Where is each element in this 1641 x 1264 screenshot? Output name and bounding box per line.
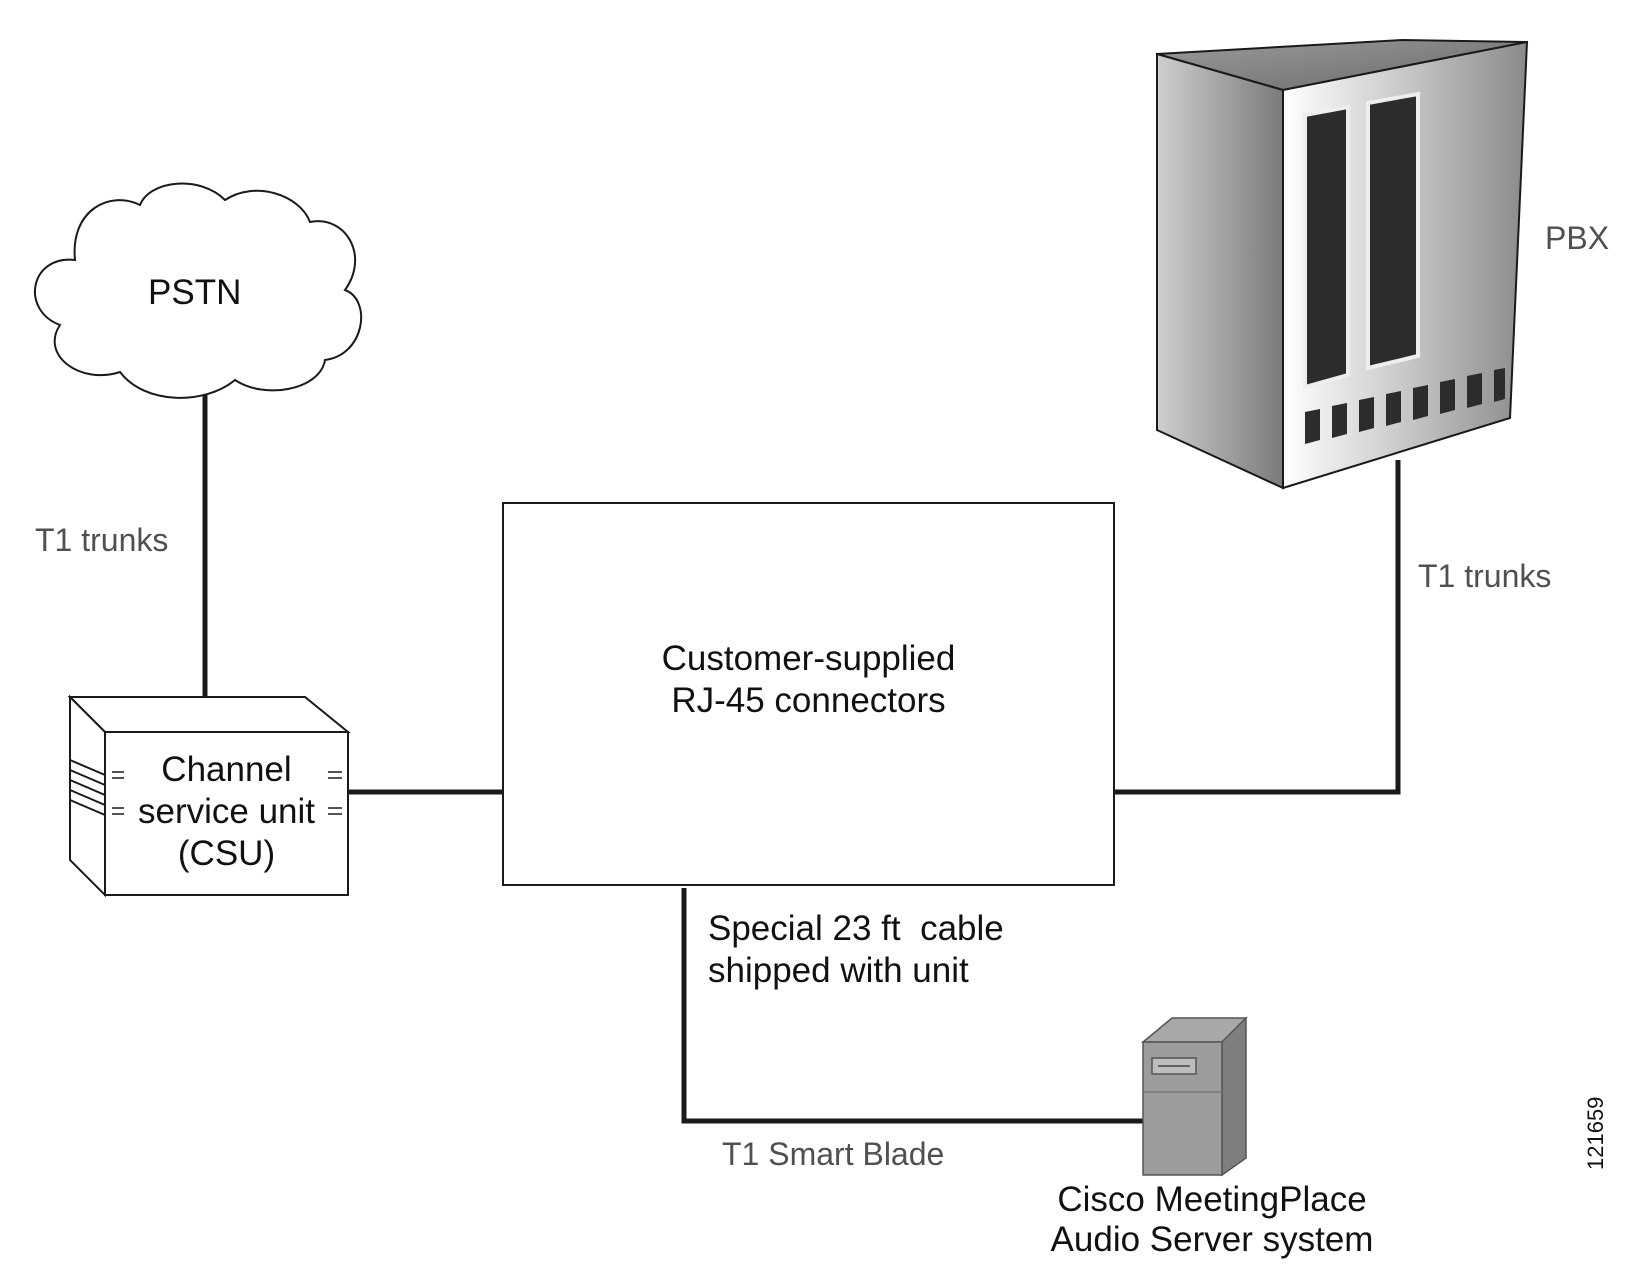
cable-label-line1: Special 23 ft cable bbox=[708, 909, 1004, 948]
pbx-side-face bbox=[1156, 52, 1284, 490]
connectors-box bbox=[502, 502, 1115, 886]
audio-server-tower bbox=[1140, 1016, 1248, 1177]
csu-label-line1: Channel bbox=[161, 750, 292, 789]
pbx-label: PBX bbox=[1545, 220, 1610, 256]
connectors-label-line1: Customer-supplied bbox=[661, 639, 956, 678]
csu-label-line3: (CSU) bbox=[177, 834, 276, 873]
connectors-label-line2: RJ-45 connectors bbox=[671, 681, 946, 720]
pstn-cloud bbox=[33, 182, 363, 399]
pbx-slot-right bbox=[1366, 91, 1420, 371]
csu-device bbox=[67, 694, 351, 898]
connection-lines bbox=[202, 395, 1401, 1124]
pbx-vents bbox=[1305, 368, 1505, 444]
pstn-cloud-shape bbox=[33, 182, 363, 399]
server-label: Cisco MeetingPlace Audio Server system bbox=[1012, 1180, 1412, 1260]
csu-left-face bbox=[69, 694, 106, 898]
connectors-label: Customer-supplied RJ-45 connectors bbox=[503, 638, 1114, 722]
csu-label: Channel service unit (CSU) bbox=[105, 749, 348, 875]
csu-label-line2: service unit bbox=[137, 792, 316, 831]
cable-label: Special 23 ft cable shipped with unit bbox=[708, 908, 1004, 992]
connectors-to-pbx-line bbox=[1114, 460, 1401, 795]
pbx-link-label: T1 trunks bbox=[1418, 558, 1552, 594]
pbx-cabinet bbox=[1156, 38, 1529, 490]
connectors-to-server-line bbox=[681, 888, 1143, 1124]
server-label-line2: Audio Server system bbox=[1050, 1220, 1374, 1259]
csu-front-face bbox=[104, 731, 349, 896]
csu-ridges bbox=[69, 759, 106, 816]
server-label-line1: Cisco MeetingPlace bbox=[1057, 1180, 1367, 1219]
pbx-slot-left bbox=[1303, 104, 1350, 390]
cable-label-line2: shipped with unit bbox=[708, 951, 969, 990]
figure-id: 121659 bbox=[1583, 1096, 1608, 1170]
pstn-link-label: T1 trunks bbox=[35, 522, 169, 558]
csu-port-marks bbox=[112, 771, 342, 815]
server-side-face bbox=[1221, 1016, 1247, 1177]
pstn-label: PSTN bbox=[148, 273, 242, 312]
blade-label: T1 Smart Blade bbox=[722, 1136, 945, 1172]
csu-top-face bbox=[67, 696, 351, 733]
